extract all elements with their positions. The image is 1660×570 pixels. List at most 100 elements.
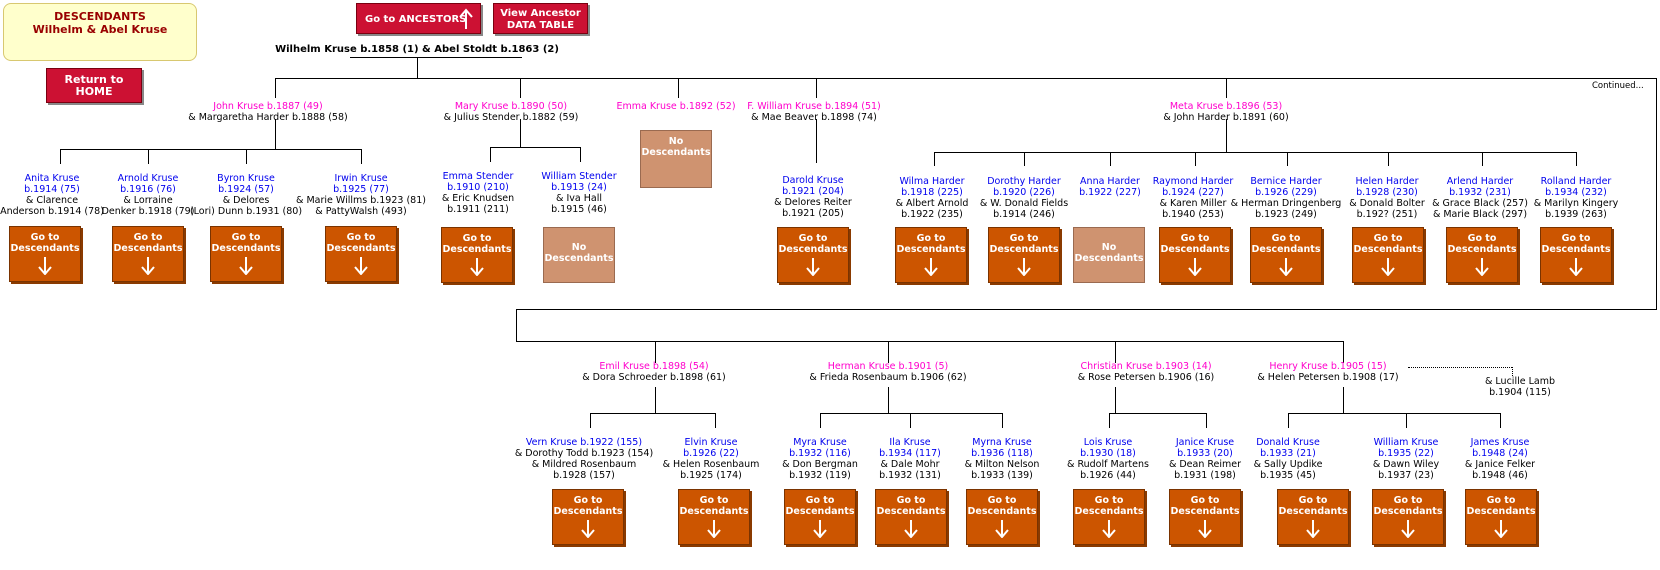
child-name[interactable]: Myrna Kruse bbox=[972, 437, 1032, 448]
child-name[interactable]: Helen Harder bbox=[1355, 176, 1419, 187]
child-name[interactable]: Byron Kruse bbox=[217, 173, 275, 184]
child-name[interactable]: Donald Kruse bbox=[1256, 437, 1320, 448]
child-name[interactable]: Wilma Harder bbox=[899, 176, 965, 187]
person-fwilliam: F. William Kruse b.1894 (51) & Mae Beave… bbox=[747, 101, 881, 123]
child-bernice: Bernice Harder b.1926 (229) & Herman Dri… bbox=[1231, 176, 1342, 220]
box-label: Descendants bbox=[1466, 506, 1536, 517]
line bbox=[1406, 413, 1407, 428]
line bbox=[246, 149, 247, 164]
child-name[interactable]: Vern Kruse b.1922 (155) bbox=[525, 437, 643, 448]
arrow-down-icon bbox=[1381, 258, 1395, 276]
child-james: James Kruse b.1948 (24) & Janice Felker … bbox=[1465, 437, 1535, 481]
child-name[interactable]: James Kruse bbox=[1470, 437, 1530, 448]
child-name[interactable]: Arnold Kruse bbox=[117, 173, 179, 184]
person-name[interactable]: Herman Kruse b.1901 (5) bbox=[827, 361, 949, 372]
person-name[interactable]: Meta Kruse b.1896 (53) bbox=[1169, 101, 1283, 112]
child-name[interactable]: Raymond Harder bbox=[1152, 176, 1234, 187]
child-name[interactable]: Lois Kruse bbox=[1083, 437, 1133, 448]
box-label: Go to bbox=[1467, 233, 1497, 244]
line bbox=[816, 119, 817, 163]
line bbox=[1109, 413, 1110, 428]
child-birth: b.1933 (20) bbox=[1177, 448, 1233, 459]
arrow-up-icon bbox=[459, 8, 473, 29]
child-name[interactable]: Irwin Kruse bbox=[334, 173, 388, 184]
view-data-table-button[interactable]: View Ancestor DATA TABLE bbox=[493, 3, 588, 34]
child-name[interactable]: Elvin Kruse bbox=[684, 437, 738, 448]
child-name[interactable]: William Kruse bbox=[1373, 437, 1439, 448]
person-name[interactable]: F. William Kruse b.1894 (51) bbox=[747, 101, 881, 112]
spouse-line: b.1931 (198) bbox=[1174, 470, 1236, 481]
child-name[interactable]: William Stender bbox=[541, 171, 617, 182]
line bbox=[1226, 119, 1227, 152]
child-name[interactable]: Janice Kruse bbox=[1175, 437, 1235, 448]
child-myra: Myra Kruse b.1932 (116) & Don Bergman b.… bbox=[782, 437, 858, 481]
person-name[interactable]: Henry Kruse b.1905 (15) bbox=[1269, 361, 1387, 372]
child-name[interactable]: Darold Kruse bbox=[782, 175, 844, 186]
child-name[interactable]: Anita Kruse bbox=[24, 173, 80, 184]
line bbox=[1343, 387, 1344, 413]
line bbox=[1024, 152, 1025, 166]
dotted-line bbox=[1408, 367, 1512, 368]
person-name[interactable]: John Kruse b.1887 (49) bbox=[213, 101, 323, 112]
child-name[interactable]: Arlend Harder bbox=[1446, 176, 1514, 187]
box-label: Go to bbox=[1393, 495, 1423, 506]
spouse-line: & Helen Rosenbaum bbox=[662, 459, 760, 470]
child-birth: b.1936 (118) bbox=[971, 448, 1033, 459]
box-label: Go to bbox=[987, 495, 1017, 506]
child-dorothy: Dorothy Harder b.1920 (226) & W. Donald … bbox=[980, 176, 1068, 220]
child-birth: b.1926 (22) bbox=[683, 448, 739, 459]
child-name[interactable]: Rolland Harder bbox=[1540, 176, 1612, 187]
go-to-ancestors-button[interactable]: Go to ANCESTORS bbox=[356, 3, 481, 34]
spouse-name: & Helen Petersen b.1908 (17) bbox=[1257, 372, 1399, 383]
box-label: Descendants bbox=[778, 244, 848, 255]
arrow-down-icon bbox=[1017, 258, 1031, 276]
person-name[interactable]: Emma Kruse b.1892 (52) bbox=[616, 101, 736, 112]
child-name[interactable]: Myra Kruse bbox=[793, 437, 847, 448]
person-name[interactable]: Mary Kruse b.1890 (50) bbox=[454, 101, 568, 112]
arrow-down-icon bbox=[470, 258, 484, 276]
box-label: Descendants bbox=[442, 244, 512, 255]
child-birth: b.1935 (22) bbox=[1378, 448, 1434, 459]
person-name[interactable]: Christian Kruse b.1903 (14) bbox=[1080, 361, 1212, 372]
child-name[interactable]: Bernice Harder bbox=[1250, 176, 1322, 187]
line bbox=[1576, 152, 1577, 166]
person-name[interactable]: Emil Kruse b.1898 (54) bbox=[599, 361, 709, 372]
spouse-line: & Karen Miller bbox=[1159, 198, 1227, 209]
child-name[interactable]: Anna Harder bbox=[1080, 176, 1140, 187]
child-name[interactable]: Emma Stender bbox=[442, 171, 514, 182]
spouse-birth: b.1904 (115) bbox=[1489, 387, 1551, 398]
spouse-line: & Dean Reimer bbox=[1168, 459, 1242, 470]
return-home-button[interactable]: Return to HOME bbox=[46, 68, 142, 103]
box-label: Go to bbox=[1561, 233, 1591, 244]
arrow-down-icon bbox=[813, 520, 827, 538]
spouse-line: b.1932 (119) bbox=[789, 470, 851, 481]
child-name[interactable]: Dorothy Harder bbox=[987, 176, 1061, 187]
spouse-line: b.192? (251) bbox=[1356, 209, 1418, 220]
spouse-line: & Rudolf Martens bbox=[1067, 459, 1149, 470]
child-name[interactable]: Ila Kruse bbox=[889, 437, 931, 448]
line bbox=[1109, 413, 1206, 414]
